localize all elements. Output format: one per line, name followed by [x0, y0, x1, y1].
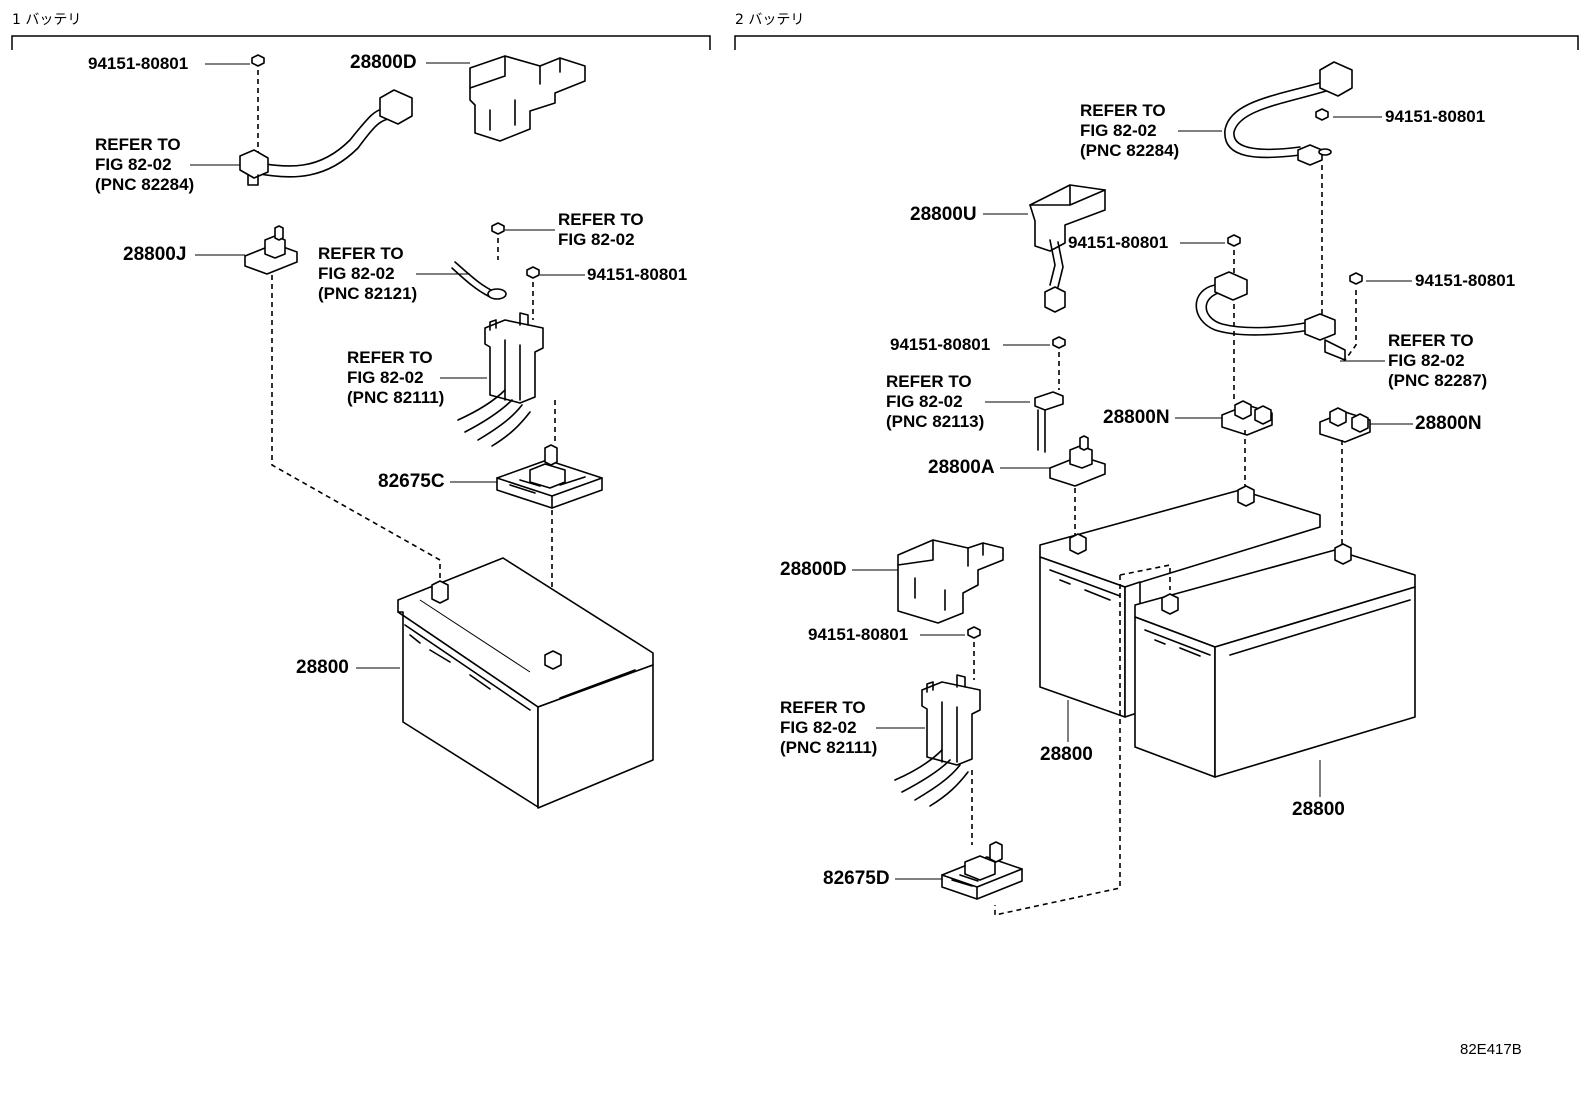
part-label-terminal-n2: 28800N	[1415, 413, 1482, 434]
part-label-terminal-j: 28800J	[123, 244, 186, 265]
refer-label-r-cable-line1: REFER TO	[1080, 101, 1166, 120]
part-label-cover-top: 28800D	[350, 52, 417, 73]
figure-code: 82E417B	[1460, 1041, 1522, 1058]
refer-label-block-line3: (PNC 82111)	[347, 388, 444, 407]
nut-icon-mid	[526, 266, 540, 279]
part-label-terminal-a: 28800A	[928, 457, 995, 478]
section-title-left: 1 バッテリ	[12, 12, 81, 28]
refer-label-cable-line1: REFER TO	[95, 135, 181, 154]
terminal-cover-d-icon	[897, 539, 1004, 624]
refer-label-r-82113-line3: (PNC 82113)	[886, 412, 984, 431]
part-label-battery-2: 28800	[1292, 799, 1345, 820]
terminal-a-icon	[1049, 435, 1106, 487]
sensor-wire-icon	[1034, 391, 1064, 453]
nut-icon	[1315, 108, 1329, 121]
refer-label-cable-line3: (PNC 82284)	[95, 175, 194, 194]
refer-label-block-line1: REFER TO	[347, 348, 433, 367]
refer-label-wire-line2: FIG 82-02	[318, 264, 395, 283]
refer-label-r-block-line2: FIG 82-02	[780, 718, 857, 737]
part-label-battery-1: 28800	[1040, 744, 1093, 765]
battery-icon-back	[1039, 485, 1321, 718]
nut-icon	[1349, 272, 1363, 285]
part-label-nut-mid: 94151-80801	[587, 265, 687, 284]
battery-cable-icon	[239, 89, 413, 186]
section-header-left: 1 バッテリ	[11, 12, 711, 50]
nut-icon	[1227, 234, 1241, 247]
terminal-clamp-icon	[244, 225, 298, 275]
nut-icon	[251, 54, 265, 67]
part-label-r-nut-left: 94151-80801	[890, 335, 990, 354]
part-label-terminal-n1: 28800N	[1103, 407, 1170, 428]
refer-label-r-block-line3: (PNC 82111)	[780, 738, 877, 757]
link-cable-icon	[1195, 271, 1346, 361]
battery-cable-icon-right	[1224, 61, 1353, 166]
refer-label-r-block-line1: REFER TO	[780, 698, 866, 717]
part-label-r-nut-right: 94151-80801	[1415, 271, 1515, 290]
terminal-holder-icon	[496, 444, 603, 509]
nut-icon-small	[491, 222, 505, 235]
part-label-nut-top: 94151-80801	[88, 54, 188, 73]
terminal-holder-icon-right	[941, 841, 1023, 900]
left-section: 94151-80801 28800D REFER TO FIG 82-02 (P…	[88, 52, 687, 809]
refer-label-cable-line2: FIG 82-02	[95, 155, 172, 174]
battery-icon-front	[1134, 543, 1416, 778]
refer-label-r-82287-line3: (PNC 82287)	[1388, 371, 1487, 390]
part-label-battery: 28800	[296, 657, 349, 678]
part-label-r-cover-d: 28800D	[780, 559, 847, 580]
refer-label-r-82113-line2: FIG 82-02	[886, 392, 963, 411]
part-label-r-nut-mid: 94151-80801	[1068, 233, 1168, 252]
part-label-cover-u: 28800U	[910, 204, 977, 225]
part-label-r-nut-top: 94151-80801	[1385, 107, 1485, 126]
fuse-block-icon-right	[894, 674, 981, 807]
part-label-holder: 82675C	[378, 471, 445, 492]
refer-label-nut-line1: REFER TO	[558, 210, 644, 229]
terminal-cover-icon	[469, 55, 586, 142]
refer-label-r-82287-line1: REFER TO	[1388, 331, 1474, 350]
section-header-right: 2 バッテリ	[734, 12, 1579, 50]
refer-label-wire-line3: (PNC 82121)	[318, 284, 417, 303]
right-section: REFER TO FIG 82-02 (PNC 82284) 94151-808…	[780, 61, 1515, 916]
refer-label-r-82113-line1: REFER TO	[886, 372, 972, 391]
refer-label-nut-line2: FIG 82-02	[558, 230, 635, 249]
refer-label-r-cable-line2: FIG 82-02	[1080, 121, 1157, 140]
part-label-r-nut-low: 94151-80801	[808, 625, 908, 644]
refer-label-r-82287-line2: FIG 82-02	[1388, 351, 1465, 370]
nut-icon	[1052, 336, 1066, 349]
fuse-block-icon	[457, 312, 544, 447]
refer-label-wire-line1: REFER TO	[318, 244, 404, 263]
section-title-right: 2 バッテリ	[735, 12, 804, 28]
refer-label-r-cable-line3: (PNC 82284)	[1080, 141, 1179, 160]
terminal-n1-icon	[1221, 400, 1273, 436]
terminal-cover-u-icon	[1029, 184, 1106, 313]
nut-icon	[967, 626, 981, 639]
battery-icon	[397, 557, 654, 809]
ground-wire-icon	[451, 261, 507, 300]
terminal-n2-icon	[1319, 407, 1371, 443]
refer-label-block-line2: FIG 82-02	[347, 368, 424, 387]
part-label-r-holder: 82675D	[823, 868, 890, 889]
